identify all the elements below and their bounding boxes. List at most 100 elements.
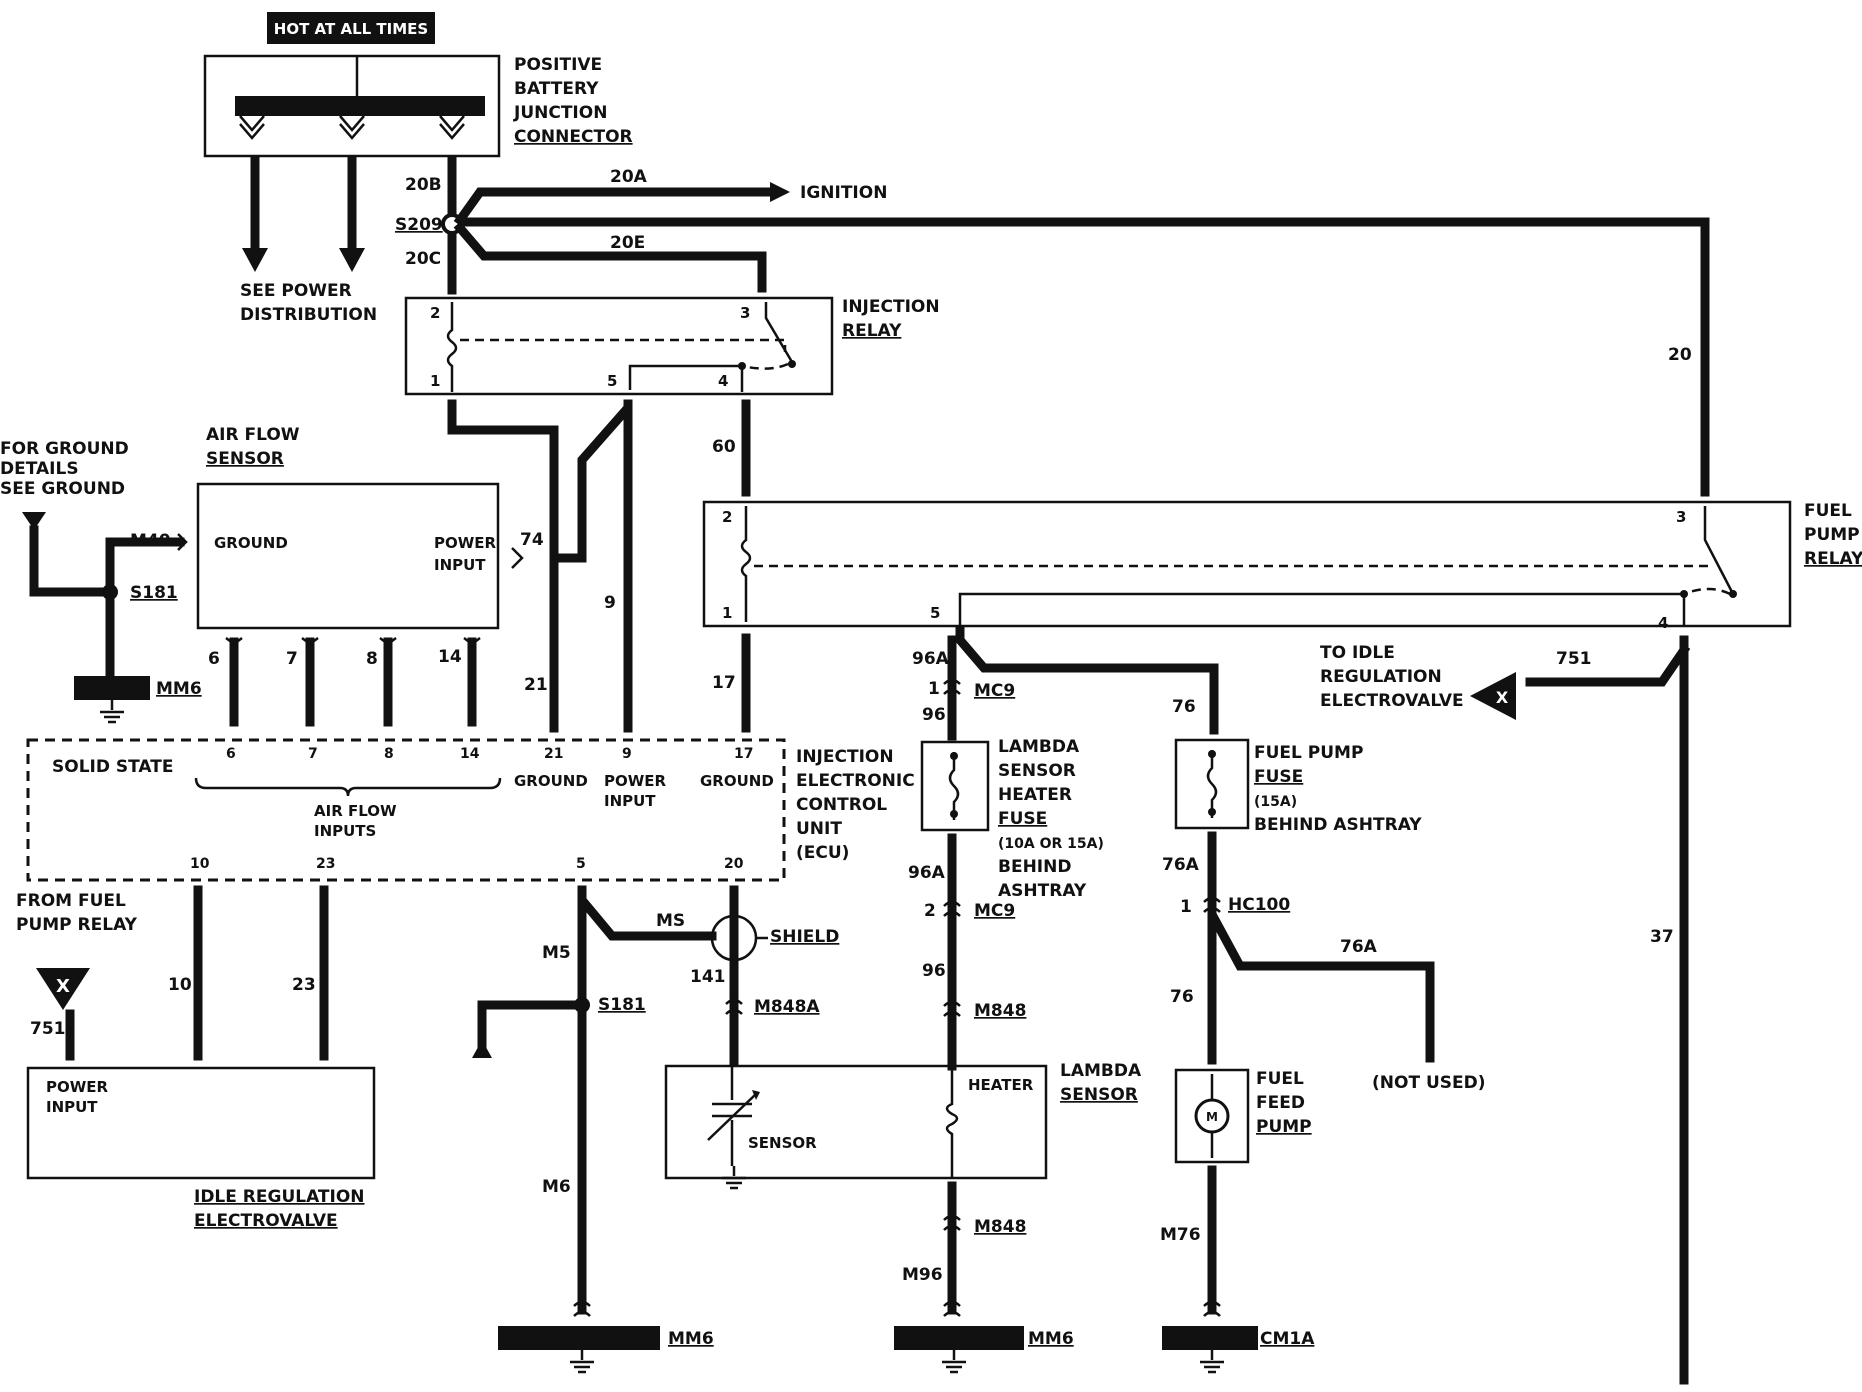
wire-20b-label: 20B [405,175,442,195]
svg-text:SENSOR: SENSOR [748,1134,817,1152]
svg-text:8: 8 [366,649,378,669]
wire-9-label: 9 [604,593,616,613]
wire-17-label: 17 [712,673,736,693]
ignition-label: IGNITION [800,183,887,203]
svg-text:6: 6 [226,746,236,762]
mc9-pin-2: 2 [924,901,936,921]
svg-text:FUSE: FUSE [1254,767,1303,787]
to-idle-line-3: ELECTROVALVE [1320,691,1464,711]
svg-text:5: 5 [930,604,940,622]
battery-junction-line-2: BATTERY [514,79,599,99]
svg-text:AIR FLOW: AIR FLOW [206,425,300,445]
connector-m848-label-1: M848 [974,1001,1026,1021]
power-distribution-arrows: SEE POWER DISTRIBUTION [240,155,377,325]
ground-icon [1200,1350,1224,1374]
wire-751-left-label: 751 [30,1019,66,1039]
wire-20e-label: 20E [610,233,645,253]
svg-text:DETAILS: DETAILS [0,459,79,479]
svg-text:(10A OR 15A): (10A OR 15A) [998,836,1104,852]
splice-s181-label: S181 [130,583,178,603]
wire-m76-label: M76 [1160,1225,1201,1245]
svg-text:(ECU): (ECU) [796,843,849,863]
svg-text:GROUND: GROUND [214,534,288,552]
wire-96-label-2: 96 [922,961,946,981]
svg-text:5: 5 [607,372,617,390]
injection-relay: 2 3 1 5 4 INJECTION RELAY [404,296,940,396]
connector-x-icon: X [36,968,90,1010]
svg-text:GROUND: GROUND [514,772,588,790]
wire-76a-label-2: 76A [1340,937,1378,957]
svg-text:21: 21 [544,746,563,762]
svg-text:ELECTROVALVE: ELECTROVALVE [194,1211,338,1231]
wire-21-label: 21 [524,675,548,695]
svg-text:FEED: FEED [1256,1093,1305,1113]
splice-s181-lower-label: S181 [598,995,646,1015]
hc100-pin-1: 1 [1180,897,1192,917]
wire-37-label: 37 [1650,927,1674,947]
wire-60-label: 60 [712,437,736,457]
connector-hc100-label: HC100 [1228,895,1290,915]
svg-text:14: 14 [438,647,462,667]
mc9-pin-1: 1 [928,679,940,699]
svg-text:PUMP: PUMP [1256,1117,1312,1137]
svg-text:SENSOR: SENSOR [1060,1085,1138,1105]
shield-label: SHIELD [770,927,839,947]
fuel-pump-relay: 2 3 1 5 4 FUEL PUMP RELAY [702,500,1862,632]
wire-m6-label: M6 [542,1177,571,1197]
fuel-pump-fuse: FUEL PUMP FUSE (15A) BEHIND ASHTRAY [1174,738,1422,835]
ground-icon [570,1350,594,1374]
svg-text:AIR FLOW: AIR FLOW [314,802,397,820]
battery-junction-connector: POSITIVE BATTERY JUNCTION CONNECTOR [203,54,633,158]
wire-20c-label: 20C [405,249,441,269]
injection-relay-label-1: INJECTION [842,297,940,317]
wire-96a-label-2: 96A [908,863,946,883]
svg-text:BEHIND ASHTRAY: BEHIND ASHTRAY [1254,815,1422,835]
wire-76a-label-1: 76A [1162,855,1200,875]
wire-m40-label: M40 [130,531,171,551]
ground-icon [722,1166,746,1190]
see-power-line-2: DISTRIBUTION [240,305,377,325]
splice-s209-label: S209 [395,215,443,235]
connector-m848a-label: M848A [754,997,820,1017]
svg-text:INPUT: INPUT [46,1098,98,1116]
svg-text:UNIT: UNIT [796,819,842,839]
svg-text:INJECTION: INJECTION [796,747,894,767]
from-fuel-pump-relay-2: PUMP RELAY [16,915,138,935]
svg-text:8: 8 [384,746,394,762]
air-flow-wires: 6 7 8 14 [208,637,481,727]
svg-text:POWER: POWER [604,772,667,790]
connector-x-icon: X [1470,672,1516,720]
svg-text:6: 6 [208,649,220,669]
air-flow-sensor: AIR FLOW SENSOR GROUND POWER INPUT [196,425,500,630]
svg-text:CONTROL: CONTROL [796,795,887,815]
from-fuel-pump-relay-1: FROM FUEL [16,891,126,911]
svg-text:SENSOR: SENSOR [206,449,284,469]
svg-text:FUEL: FUEL [1256,1069,1304,1089]
svg-text:2: 2 [722,508,732,526]
connector-m848-label-2: M848 [974,1217,1026,1237]
wire-76-label-2: 76 [1170,987,1194,1007]
wire-74-label: 74 [520,530,544,550]
svg-text:2: 2 [430,304,440,322]
svg-text:SEE GROUND: SEE GROUND [0,479,125,499]
svg-text:ELECTRONIC: ELECTRONIC [796,771,915,791]
ground-mm6-bar-3 [894,1326,1024,1350]
svg-text:INPUT: INPUT [434,556,486,574]
svg-text:HEATER: HEATER [968,1076,1034,1094]
wire-10-label: 10 [168,975,192,995]
to-idle-line-1: TO IDLE [1320,643,1395,663]
ground-mm6-bar-2 [498,1326,660,1350]
svg-text:9: 9 [622,746,632,762]
svg-text:M: M [1206,1110,1218,1124]
wire-751-right-label: 751 [1556,649,1592,669]
ground-mm6-label: MM6 [156,679,202,699]
wire-141-label: 141 [690,967,726,987]
fuel-feed-pump: M FUEL FEED PUMP [1174,1068,1312,1164]
svg-text:POWER: POWER [46,1078,109,1096]
svg-text:5: 5 [576,856,586,872]
ground-mm6-bar [74,676,150,700]
connector-mc9-label-2: MC9 [974,901,1015,921]
wire-20a-label: 20A [610,167,648,187]
ground-icon [100,700,124,724]
